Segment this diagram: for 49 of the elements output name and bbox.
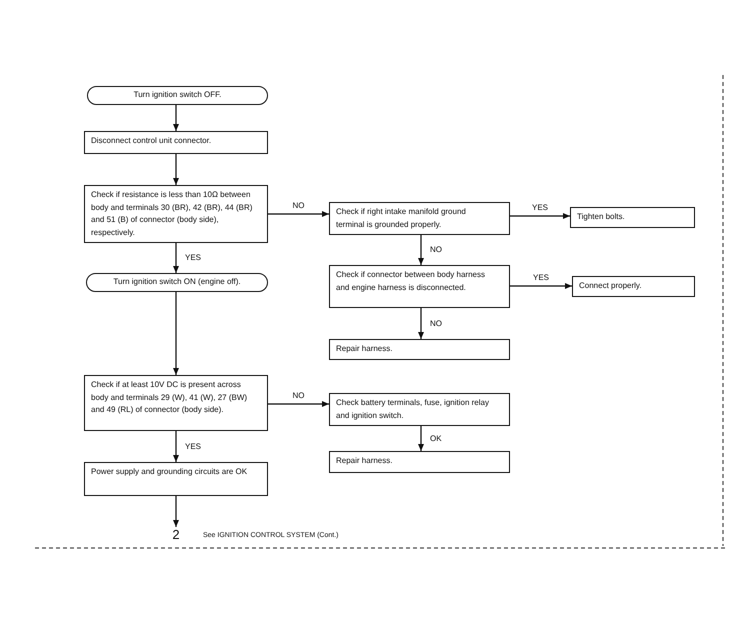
- edge-label: NO: [429, 245, 443, 255]
- process-box: [84, 185, 268, 243]
- arrow: [173, 292, 179, 375]
- arrow: [173, 496, 179, 527]
- box-text: Repair harness.: [336, 343, 394, 355]
- box-text: Check if at least 10V DC is present across body and terminals 29 (W), 41 (W), 27 (BW) and 49 (RL) of connector (body side).: [91, 379, 248, 416]
- edge-label: NO: [429, 318, 443, 328]
- process-box: [84, 375, 268, 431]
- arrow: [418, 235, 424, 265]
- terminal-box: [86, 273, 268, 292]
- process-box: [329, 339, 510, 360]
- box-text: Tighten bolts.: [577, 211, 626, 223]
- process-box: [329, 202, 510, 235]
- box-text: Disconnect control unit connector.: [91, 135, 212, 147]
- edge-label: OK: [429, 434, 443, 444]
- process-box: [329, 393, 510, 426]
- arrow: [418, 426, 424, 451]
- box-text: Check if resistance is less than 10Ω between body and terminals 30 (BR), 42 (BR), 44 (BR) and 51 (B) of connector (body side), respectively.: [91, 189, 253, 239]
- box-text: Check if connector between body harness and engine harness is disconnected.: [336, 269, 486, 294]
- process-box: [84, 462, 268, 496]
- process-box: [570, 207, 695, 228]
- arrow: [418, 308, 424, 339]
- edge-label: YES: [530, 203, 549, 213]
- arrow: [173, 104, 179, 131]
- box-text: Connect properly.: [579, 280, 643, 292]
- arrow: [173, 431, 179, 462]
- process-box: [329, 451, 510, 473]
- edge-label: YES: [184, 253, 202, 263]
- arrow: [268, 211, 329, 217]
- box-text: Check if right intake manifold ground terminal is grounded properly.: [336, 206, 467, 231]
- arrow: [173, 243, 179, 273]
- edge-label: NO: [292, 201, 306, 211]
- arrow: [510, 213, 570, 219]
- box-text: Turn ignition switch OFF.: [132, 89, 222, 101]
- box-text: Check battery terminals, fuse, ignition relay and ignition switch.: [336, 397, 490, 422]
- process-box: [572, 276, 695, 296]
- arrow: [268, 401, 329, 407]
- edge-label: YES: [184, 442, 202, 452]
- process-box: [84, 131, 268, 154]
- box-text: Repair harness.: [336, 455, 394, 467]
- box-text: Power supply and grounding circuits are OK: [91, 466, 248, 478]
- connector-number: 2: [169, 527, 183, 543]
- process-box: [329, 265, 510, 308]
- arrow: [510, 283, 572, 289]
- terminal-box: [87, 86, 268, 104]
- edge-label: YES: [532, 273, 550, 283]
- arrow: [173, 154, 179, 185]
- edge-label: NO: [292, 391, 306, 401]
- box-text: Turn ignition switch ON (engine off).: [112, 276, 242, 288]
